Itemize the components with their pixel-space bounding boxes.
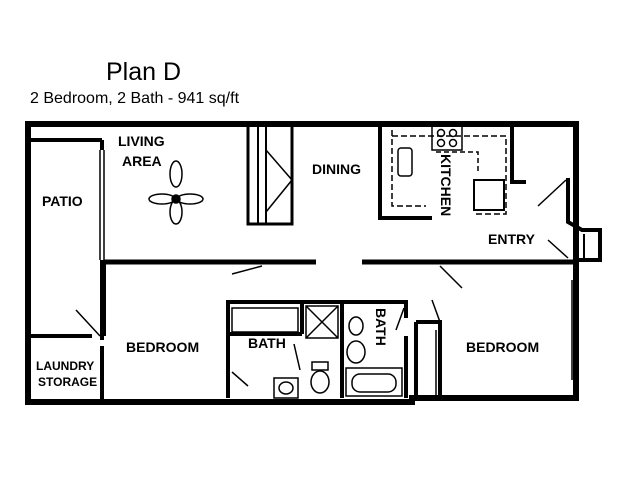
kitchen-counters: [391, 130, 507, 215]
laundry-door-swing: [75, 309, 101, 337]
bath-right-label: BATH: [373, 308, 389, 346]
bedroom-door-swings: [231, 265, 463, 289]
living-area-label: LIVING: [118, 133, 165, 149]
closet-doors: [431, 299, 441, 396]
patio-slider: [99, 150, 105, 260]
right-bath-walls: [342, 300, 408, 398]
right-toilet-icon: [346, 316, 366, 364]
storage-label: STORAGE: [38, 375, 97, 389]
fireplace: [246, 122, 294, 226]
left-bath-door-2: [293, 343, 301, 371]
kitchen-walls: [378, 124, 526, 220]
patio-label: PATIO: [42, 193, 83, 209]
plan-subtitle: 2 Bedroom, 2 Bath - 941 sq/ft: [30, 90, 240, 107]
bath-left-label: BATH: [248, 335, 286, 351]
entry-label: ENTRY: [488, 231, 536, 247]
laundry-label: LAUNDRY: [36, 359, 94, 373]
plan-title: Plan D: [106, 58, 182, 86]
left-toilet-icon: [310, 361, 330, 394]
left-bath-vanity: [231, 307, 299, 333]
outer-walls: [25, 121, 579, 405]
patio-walls: [30, 138, 104, 340]
bedroom-left-label: BEDROOM: [126, 339, 199, 355]
left-shower-icon: [305, 305, 339, 339]
dining-label: DINING: [312, 161, 361, 177]
kitchen-sink: [397, 147, 413, 177]
kitchen-label: KITCHEN: [438, 154, 454, 216]
bathtub-icon: [345, 367, 403, 397]
left-bath-door: [231, 371, 249, 387]
closet-door-swing: [547, 239, 569, 259]
kitchen-island: [436, 151, 479, 172]
entry-door-swing: [537, 179, 567, 207]
right-bath-door: [395, 307, 405, 331]
living-area-label-2: AREA: [122, 153, 162, 169]
refrigerator: [473, 179, 505, 211]
stove-icon: [431, 125, 463, 151]
laundry-walls: [100, 262, 106, 400]
left-sink-icon: [273, 377, 299, 399]
left-bath-walls: [226, 300, 344, 398]
bedroom-right-label: BEDROOM: [466, 339, 539, 355]
entry-walls: [566, 178, 602, 262]
ceiling-fan-icon: [148, 160, 204, 225]
